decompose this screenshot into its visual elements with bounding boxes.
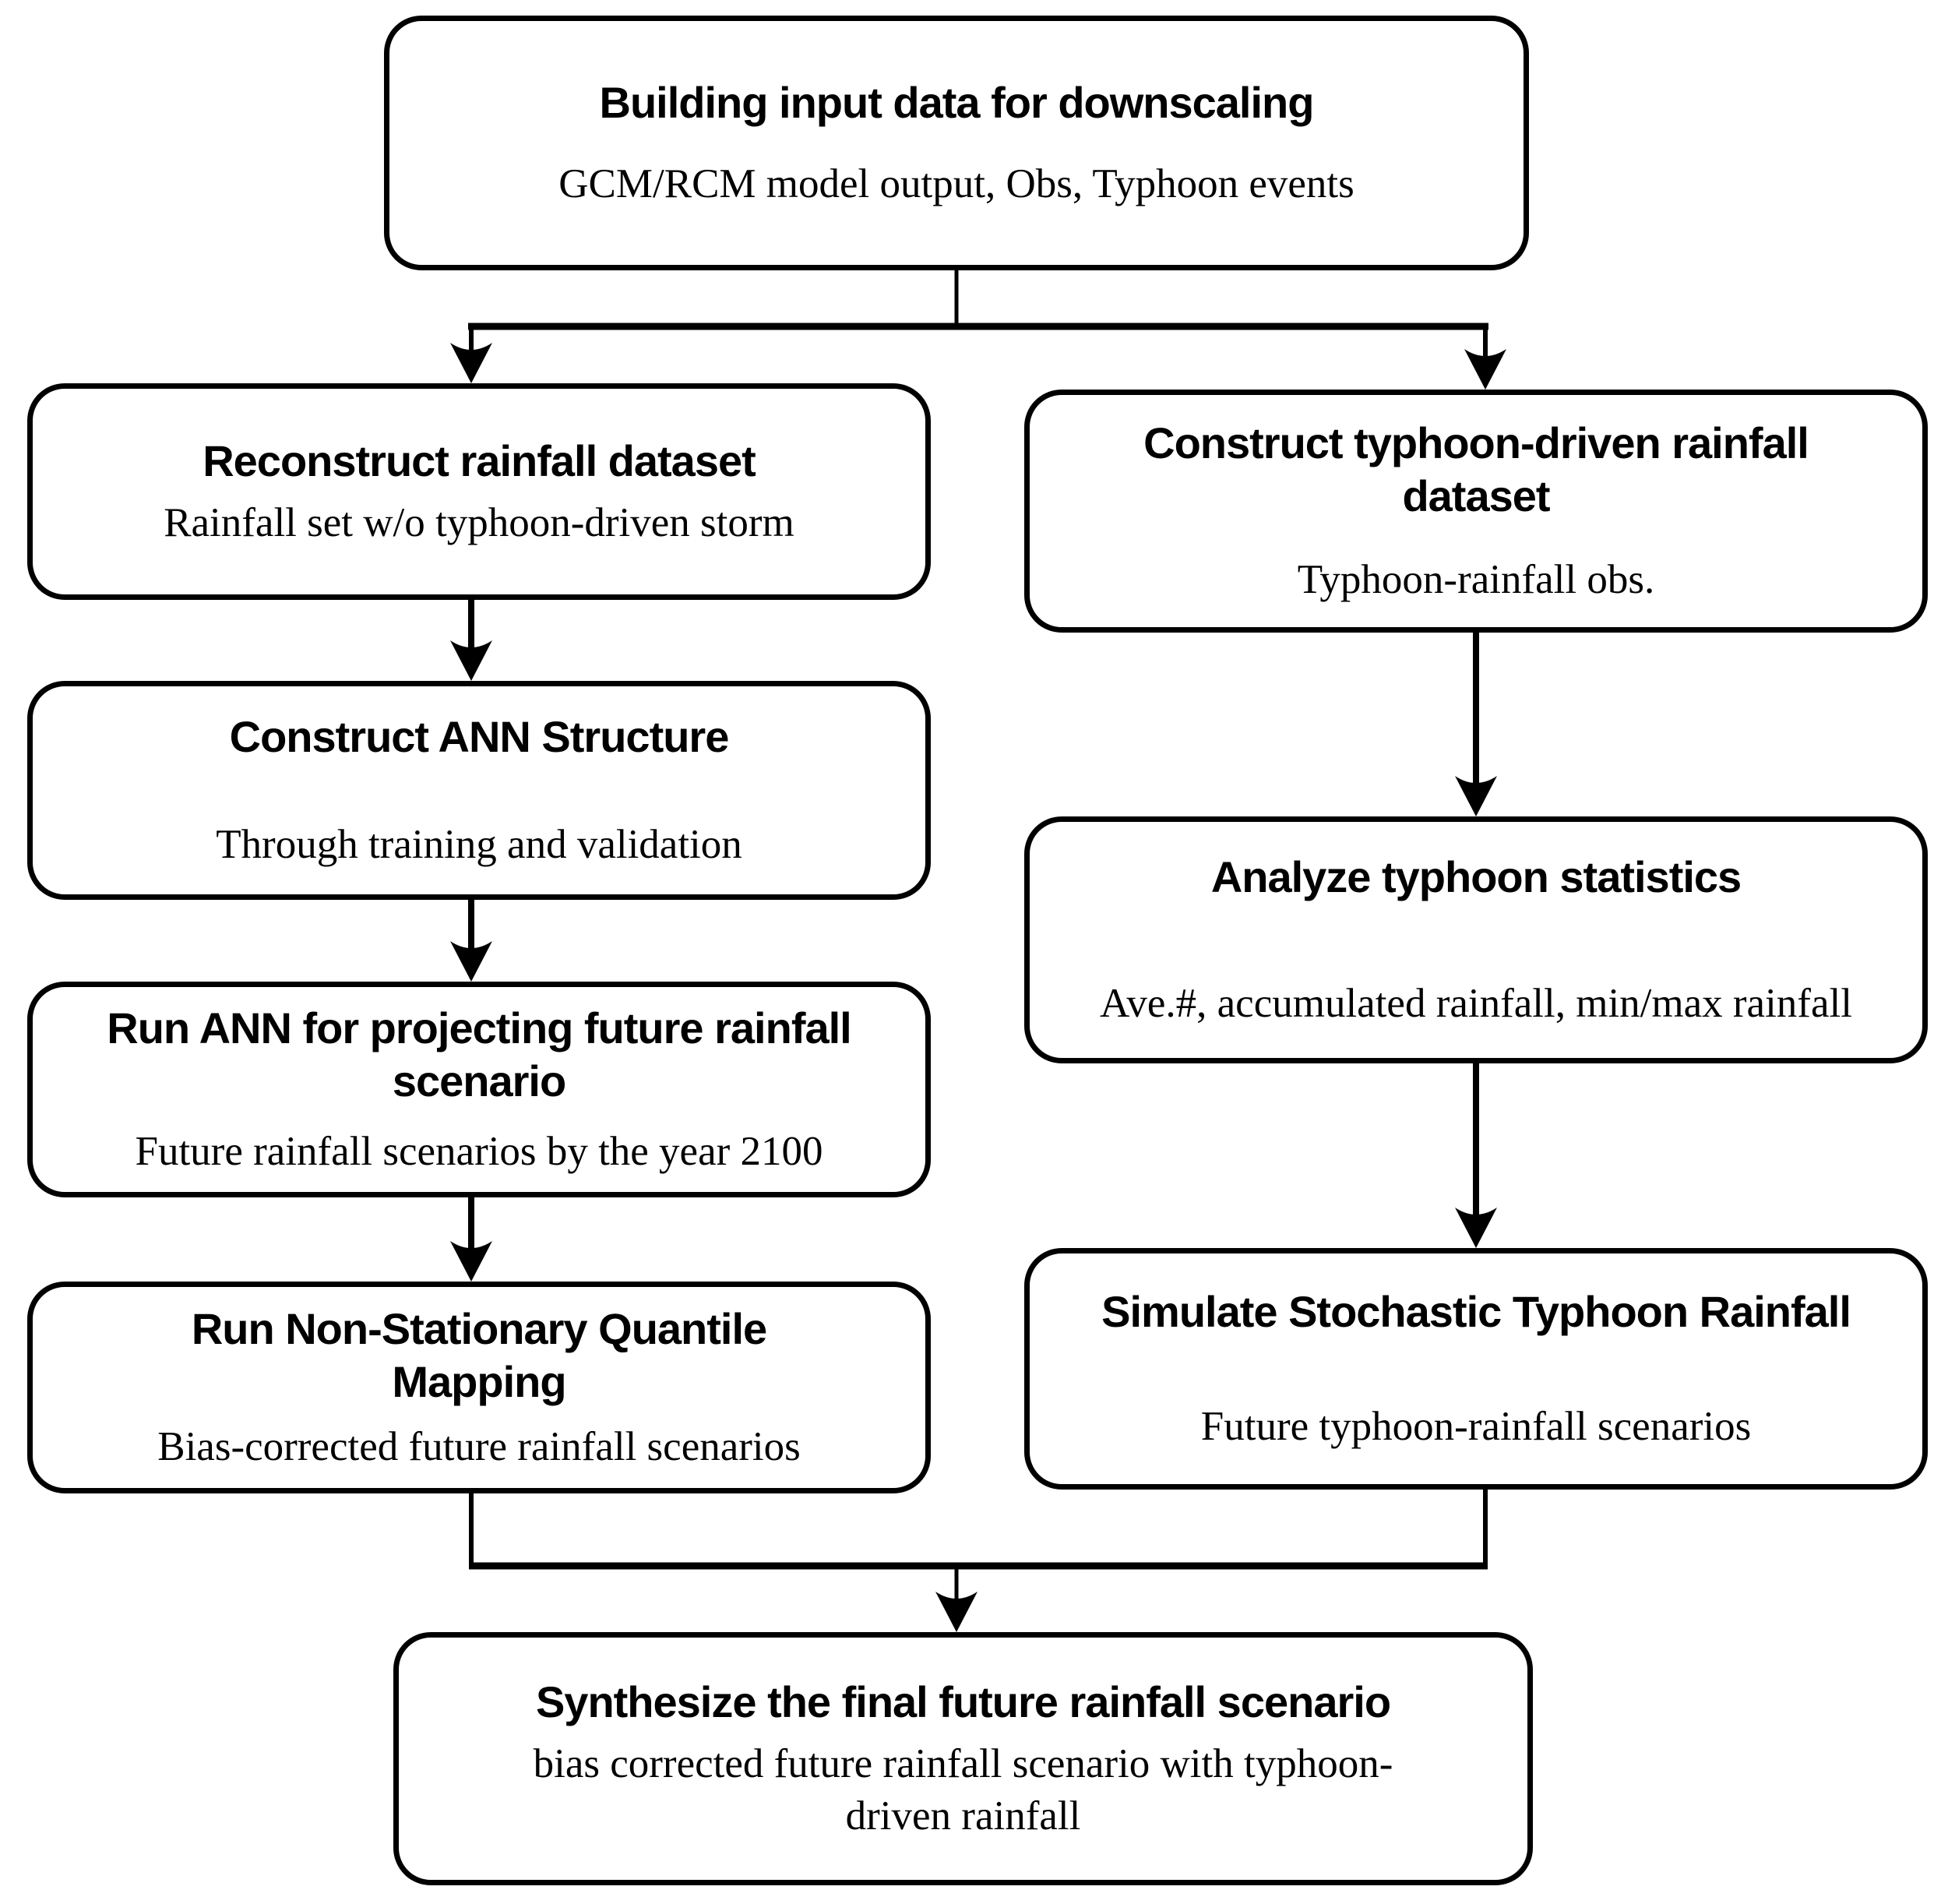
node-subtitle: Typhoon-rainfall obs.: [1297, 557, 1655, 603]
node-non-stationary-quantile-mapping: Run Non-Stationary Quantile Mapping Bias…: [27, 1282, 931, 1493]
node-title: Construct typhoon-driven rainfall datase…: [1143, 418, 1809, 520]
node-title: Reconstruct rainfall dataset: [203, 435, 756, 485]
arrowhead-tydata-tystats: [1455, 776, 1497, 816]
node-subtitle: Rainfall set w/o typhoon-driven storm: [164, 500, 794, 546]
node-simulate-stochastic-typhoon-rainfall: Simulate Stochastic Typhoon Rainfall Fut…: [1024, 1248, 1928, 1490]
node-subtitle: bias corrected future rainfall scenario …: [533, 1741, 1393, 1839]
node-title: Analyze typhoon statistics: [1210, 852, 1742, 901]
node-title: Construct ANN Structure: [229, 712, 730, 762]
node-construct-ann-structure: Construct ANN Structure Through training…: [27, 681, 931, 900]
arrowhead-runann-nsqm: [450, 1241, 492, 1282]
arrowhead-ann-runann: [450, 941, 492, 982]
arrowhead-reconstruct-ann: [450, 640, 492, 681]
node-title: Building input data for downscaling: [599, 78, 1315, 128]
node-subtitle: Through training and validation: [216, 821, 742, 867]
node-title: Run Non-Stationary Quantile Mapping: [191, 1303, 767, 1406]
node-title: Run ANN for projecting future rainfall s…: [107, 1003, 851, 1106]
node-title: Synthesize the final future rainfall sce…: [535, 1677, 1391, 1727]
node-analyze-typhoon-statistics: Analyze typhoon statistics Ave.#, accumu…: [1024, 816, 1928, 1063]
node-subtitle: Bias-corrected future rainfall scenarios: [157, 1424, 801, 1470]
arrowhead-drop-left: [450, 343, 492, 383]
node-construct-typhoon-rainfall-dataset: Construct typhoon-driven rainfall datase…: [1024, 390, 1928, 633]
node-subtitle: Future rainfall scenarios by the year 21…: [135, 1128, 823, 1174]
node-subtitle: GCM/RCM model output, Obs, Typhoon event…: [558, 160, 1354, 206]
node-synthesize-final-scenario: Synthesize the final future rainfall sce…: [393, 1632, 1533, 1885]
arrowhead-final: [935, 1592, 978, 1632]
arrowhead-drop-right: [1464, 349, 1506, 390]
node-building-input-data: Building input data for downscaling GCM/…: [384, 16, 1529, 270]
node-title: Simulate Stochastic Typhoon Rainfall: [1101, 1286, 1851, 1336]
node-subtitle: Ave.#, accumulated rainfall, min/max rai…: [1100, 981, 1852, 1027]
node-run-ann-projection: Run ANN for projecting future rainfall s…: [27, 982, 931, 1197]
arrowhead-tystats-simty: [1455, 1208, 1497, 1248]
node-subtitle: Future typhoon-rainfall scenarios: [1200, 1404, 1752, 1450]
node-reconstruct-rainfall-dataset: Reconstruct rainfall dataset Rainfall se…: [27, 383, 931, 600]
